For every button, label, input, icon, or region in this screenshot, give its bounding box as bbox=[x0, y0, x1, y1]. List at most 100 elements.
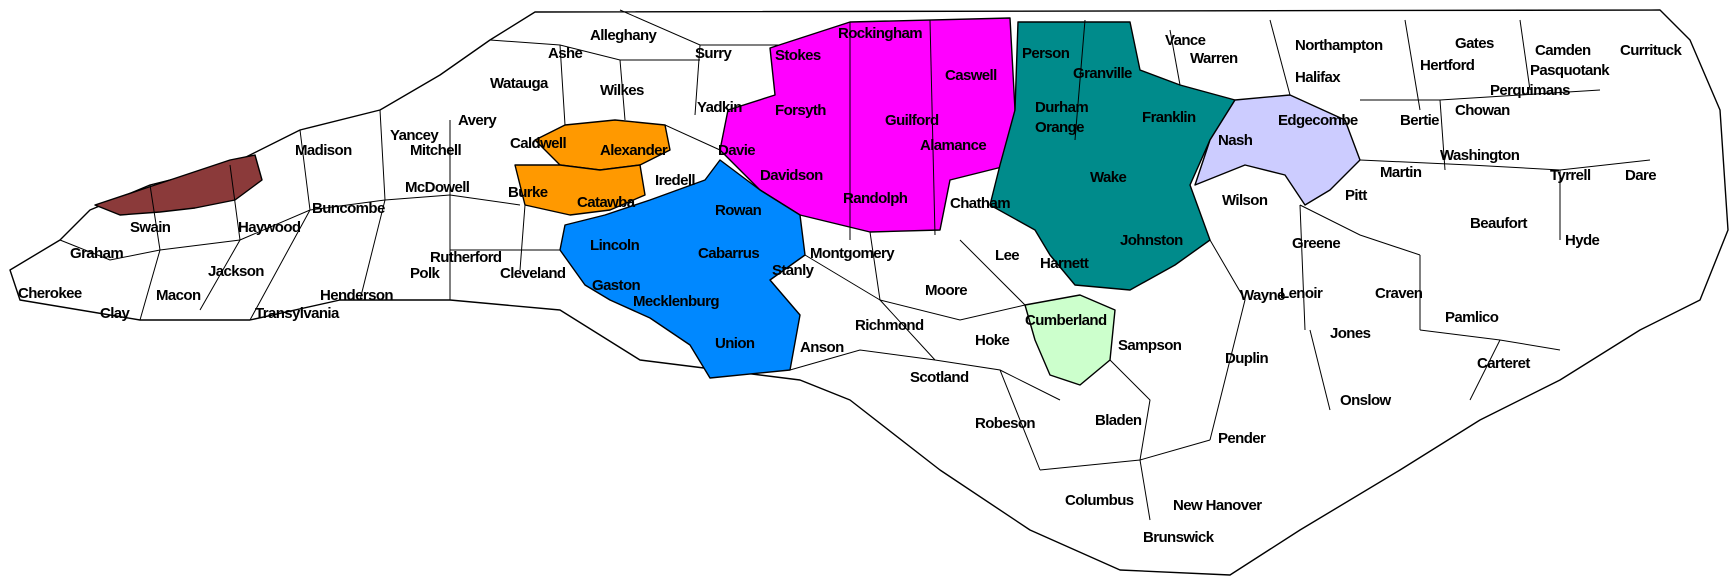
label-cherokee: Cherokee bbox=[18, 285, 82, 302]
label-wilkes: Wilkes bbox=[600, 82, 644, 99]
label-lincoln: Lincoln bbox=[590, 237, 640, 254]
label-clay: Clay bbox=[100, 305, 131, 322]
label-cabarrus: Cabarrus bbox=[698, 245, 759, 262]
label-guilford: Guilford bbox=[885, 112, 939, 129]
label-stanly: Stanly bbox=[772, 262, 815, 279]
label-carteret: Carteret bbox=[1477, 355, 1530, 372]
label-robeson: Robeson bbox=[975, 415, 1035, 432]
label-hyde: Hyde bbox=[1565, 232, 1600, 249]
label-iredell: Iredell bbox=[655, 172, 695, 189]
label-pender: Pender bbox=[1218, 430, 1266, 447]
label-cleveland: Cleveland bbox=[500, 265, 566, 282]
label-brunswick: Brunswick bbox=[1143, 529, 1215, 546]
label-haywood: Haywood bbox=[238, 219, 301, 236]
label-stokes: Stokes bbox=[775, 47, 821, 64]
label-northampton: Northampton bbox=[1295, 37, 1383, 54]
label-columbus: Columbus bbox=[1065, 492, 1134, 509]
label-johnston: Johnston bbox=[1120, 232, 1183, 249]
label-union: Union bbox=[715, 335, 755, 352]
label-catawba: Catawba bbox=[577, 194, 636, 211]
label-caldwell: Caldwell bbox=[510, 135, 566, 152]
label-rutherford: Rutherford bbox=[430, 249, 502, 266]
region-lightgreen bbox=[1024, 294, 1116, 386]
label-rockingham: Rockingham bbox=[838, 25, 922, 42]
label-greene: Greene bbox=[1292, 235, 1340, 252]
label-nash: Nash bbox=[1218, 132, 1253, 149]
label-hertford: Hertford bbox=[1420, 57, 1475, 74]
label-craven: Craven bbox=[1375, 285, 1423, 302]
person-granville-durham-orange-franklin-wake-chatham-johnston bbox=[989, 21, 1236, 291]
label-wayne: Wayne bbox=[1240, 287, 1285, 304]
label-bladen: Bladen bbox=[1095, 412, 1142, 429]
label-dare: Dare bbox=[1625, 167, 1656, 184]
label-alamance: Alamance bbox=[920, 137, 986, 154]
burke-catawba-county bbox=[514, 164, 646, 216]
label-lenoir: Lenoir bbox=[1280, 285, 1323, 302]
label-rowan: Rowan bbox=[715, 202, 762, 219]
label-vance: Vance bbox=[1165, 32, 1206, 49]
county-labels: Alleghany Ashe Surry Stokes Rockingham C… bbox=[18, 25, 1683, 546]
label-forsyth: Forsyth bbox=[775, 102, 826, 119]
region-lavender bbox=[1194, 94, 1361, 206]
label-tyrrell: Tyrrell bbox=[1550, 167, 1591, 184]
label-caswell: Caswell bbox=[945, 67, 997, 84]
label-cumberland: Cumberland bbox=[1025, 312, 1107, 329]
label-richmond: Richmond bbox=[855, 317, 924, 334]
label-martin: Martin bbox=[1380, 164, 1422, 181]
region-maroon bbox=[94, 154, 263, 216]
label-halifax: Halifax bbox=[1295, 69, 1341, 86]
label-madison: Madison bbox=[295, 142, 352, 159]
label-chatham: Chatham bbox=[950, 195, 1010, 212]
label-davidson: Davidson bbox=[760, 167, 823, 184]
label-sampson: Sampson bbox=[1118, 337, 1182, 354]
label-scotland: Scotland bbox=[910, 369, 969, 386]
label-wake: Wake bbox=[1090, 169, 1126, 186]
label-person: Person bbox=[1022, 45, 1070, 62]
label-granville: Granville bbox=[1073, 65, 1132, 82]
label-jackson: Jackson bbox=[208, 263, 264, 280]
label-watauga: Watauga bbox=[490, 75, 549, 92]
label-montgomery: Montgomery bbox=[810, 245, 895, 262]
label-graham: Graham bbox=[70, 245, 123, 262]
cumberland bbox=[1024, 294, 1116, 386]
label-burke: Burke bbox=[508, 184, 548, 201]
label-harnett: Harnett bbox=[1040, 255, 1089, 272]
label-onslow: Onslow bbox=[1340, 392, 1392, 409]
label-mcdowell: McDowell bbox=[405, 179, 470, 196]
label-pitt: Pitt bbox=[1345, 187, 1367, 204]
label-surry: Surry bbox=[695, 45, 732, 62]
label-pamlico: Pamlico bbox=[1445, 309, 1499, 326]
label-durham: Durham bbox=[1035, 99, 1088, 116]
swain-county bbox=[94, 154, 263, 216]
label-orange: Orange bbox=[1035, 119, 1084, 136]
region-orange bbox=[514, 119, 671, 216]
label-franklin: Franklin bbox=[1142, 109, 1196, 126]
label-swain: Swain bbox=[130, 219, 171, 236]
label-macon: Macon bbox=[156, 287, 201, 304]
label-gaston: Gaston bbox=[592, 277, 641, 294]
label-yancey: Yancey bbox=[390, 127, 439, 144]
nash-edgecombe bbox=[1194, 94, 1361, 206]
label-bertie: Bertie bbox=[1400, 112, 1439, 129]
label-polk: Polk bbox=[410, 265, 441, 282]
label-new-hanover: New Hanover bbox=[1173, 497, 1262, 514]
label-alleghany: Alleghany bbox=[590, 27, 658, 44]
region-magenta bbox=[719, 17, 1016, 233]
label-pasquotank: Pasquotank bbox=[1530, 62, 1610, 79]
label-lee: Lee bbox=[995, 247, 1019, 264]
label-currituck: Currituck bbox=[1620, 42, 1683, 59]
region-teal bbox=[989, 21, 1236, 291]
label-transylvania: Transylvania bbox=[255, 305, 340, 322]
label-buncombe: Buncombe bbox=[312, 200, 385, 217]
label-camden: Camden bbox=[1535, 42, 1591, 59]
label-gates: Gates bbox=[1455, 35, 1494, 52]
label-beaufort: Beaufort bbox=[1470, 215, 1527, 232]
label-duplin: Duplin bbox=[1225, 350, 1268, 367]
label-alexander: Alexander bbox=[600, 142, 668, 159]
region-blue bbox=[559, 159, 806, 379]
label-davie: Davie bbox=[718, 142, 755, 159]
label-perquimans: Perquimans bbox=[1490, 82, 1570, 99]
label-avery: Avery bbox=[458, 112, 497, 129]
label-mecklenburg: Mecklenburg bbox=[633, 293, 719, 310]
